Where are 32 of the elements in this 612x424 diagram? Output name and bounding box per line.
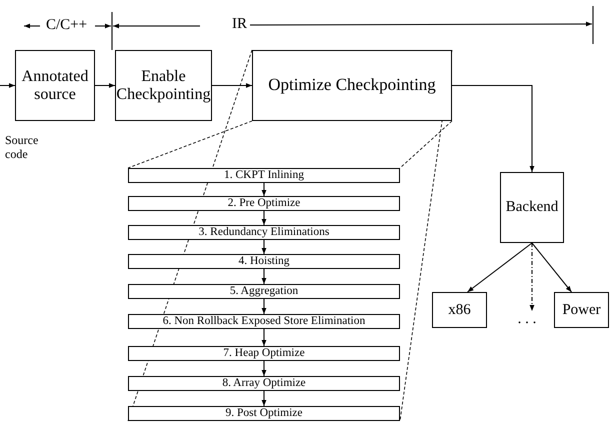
pass-box: 5. Aggregation <box>128 284 400 299</box>
pass-box: 9. Post Optimize <box>128 406 400 421</box>
arrow <box>467 242 532 292</box>
arrow <box>262 182 266 196</box>
pass-box: 6. Non Rollback Exposed Store Elimination <box>128 314 400 329</box>
ellipsis-text: . . . <box>511 311 543 327</box>
pass-box: 1. CKPT Inlining <box>128 168 400 183</box>
arrow <box>530 242 534 312</box>
arrow <box>0 83 16 88</box>
pass-box: 3. Redundancy Eliminations <box>128 225 400 240</box>
arrow <box>262 390 266 406</box>
arrow <box>452 85 534 172</box>
arrow <box>262 298 266 314</box>
arrow <box>262 268 266 284</box>
process-box: Backend <box>500 172 564 243</box>
arrow <box>94 83 116 88</box>
arrow <box>262 210 266 226</box>
process-box: Enable Checkpointing <box>115 50 212 121</box>
pass-box: 4. Hoisting <box>128 254 400 269</box>
pass-box: 2. Pre Optimize <box>128 196 400 211</box>
arrow <box>262 360 266 376</box>
arrow <box>262 328 266 346</box>
process-box: Optimize Checkpointing <box>252 50 452 121</box>
process-box: Annotated source <box>15 50 95 121</box>
process-box: Power <box>554 292 609 328</box>
pass-box: 8. Array Optimize <box>128 376 400 391</box>
arrow <box>532 242 572 292</box>
process-box: x86 <box>432 292 487 328</box>
pass-box: 7. Heap Optimize <box>128 346 400 361</box>
arrow <box>262 240 266 254</box>
node-caption: Source code <box>5 133 40 162</box>
arrow <box>212 83 252 88</box>
